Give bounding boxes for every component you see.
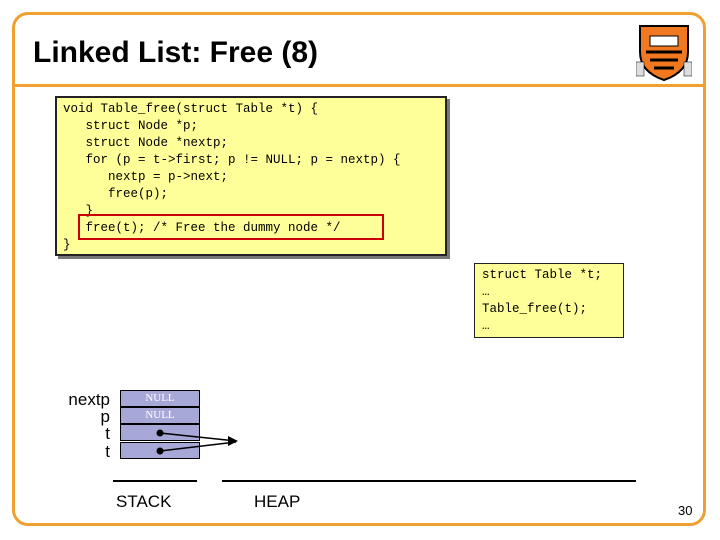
stack-divider bbox=[113, 480, 197, 482]
arrowhead bbox=[228, 436, 238, 446]
usage-line: … bbox=[482, 285, 490, 299]
usage-text: struct Table *t; … Table_free(t); … bbox=[482, 267, 602, 335]
code-line: struct Node *p; bbox=[63, 119, 199, 133]
code-line: } bbox=[63, 204, 94, 218]
heap-label: HEAP bbox=[254, 492, 301, 511]
usage-line: struct Table *t; bbox=[482, 268, 603, 282]
code-text: void Table_free(struct Table *t) { struc… bbox=[63, 101, 401, 254]
princeton-shield-icon bbox=[636, 25, 692, 82]
stack-cell: NULL bbox=[120, 390, 200, 407]
slide-title: Linked List: Free (8) bbox=[33, 36, 319, 69]
heap-divider bbox=[222, 480, 636, 482]
usage-line: … bbox=[482, 319, 490, 333]
stack-var-label: p bbox=[100, 407, 110, 426]
pointer-line bbox=[159, 432, 237, 442]
stack-var-label: t bbox=[105, 424, 110, 443]
code-line: } bbox=[63, 238, 71, 252]
stack-var-label: nextp bbox=[68, 390, 110, 409]
pointer-line bbox=[159, 441, 237, 452]
current-line-highlight bbox=[78, 214, 384, 240]
usage-panel: struct Table *t; … Table_free(t); … bbox=[474, 263, 624, 338]
stack-var-label: t bbox=[105, 442, 110, 461]
code-line: struct Node *nextp; bbox=[63, 136, 229, 150]
code-panel: void Table_free(struct Table *t) { struc… bbox=[55, 96, 447, 256]
slide-frame bbox=[12, 12, 706, 526]
code-line: for (p = t->first; p != NULL; p = nextp)… bbox=[63, 153, 401, 167]
title-bar bbox=[15, 15, 705, 87]
stack-label: STACK bbox=[116, 492, 172, 511]
code-line: free(t); /* Free the dummy node */ bbox=[63, 221, 341, 235]
code-line: void Table_free(struct Table *t) { bbox=[63, 102, 319, 116]
stack-cell: NULL bbox=[120, 407, 200, 424]
page-number: 30 bbox=[678, 503, 693, 518]
code-line: nextp = p->next; bbox=[63, 170, 229, 184]
code-line: free(p); bbox=[63, 187, 169, 201]
usage-line: Table_free(t); bbox=[482, 302, 588, 316]
